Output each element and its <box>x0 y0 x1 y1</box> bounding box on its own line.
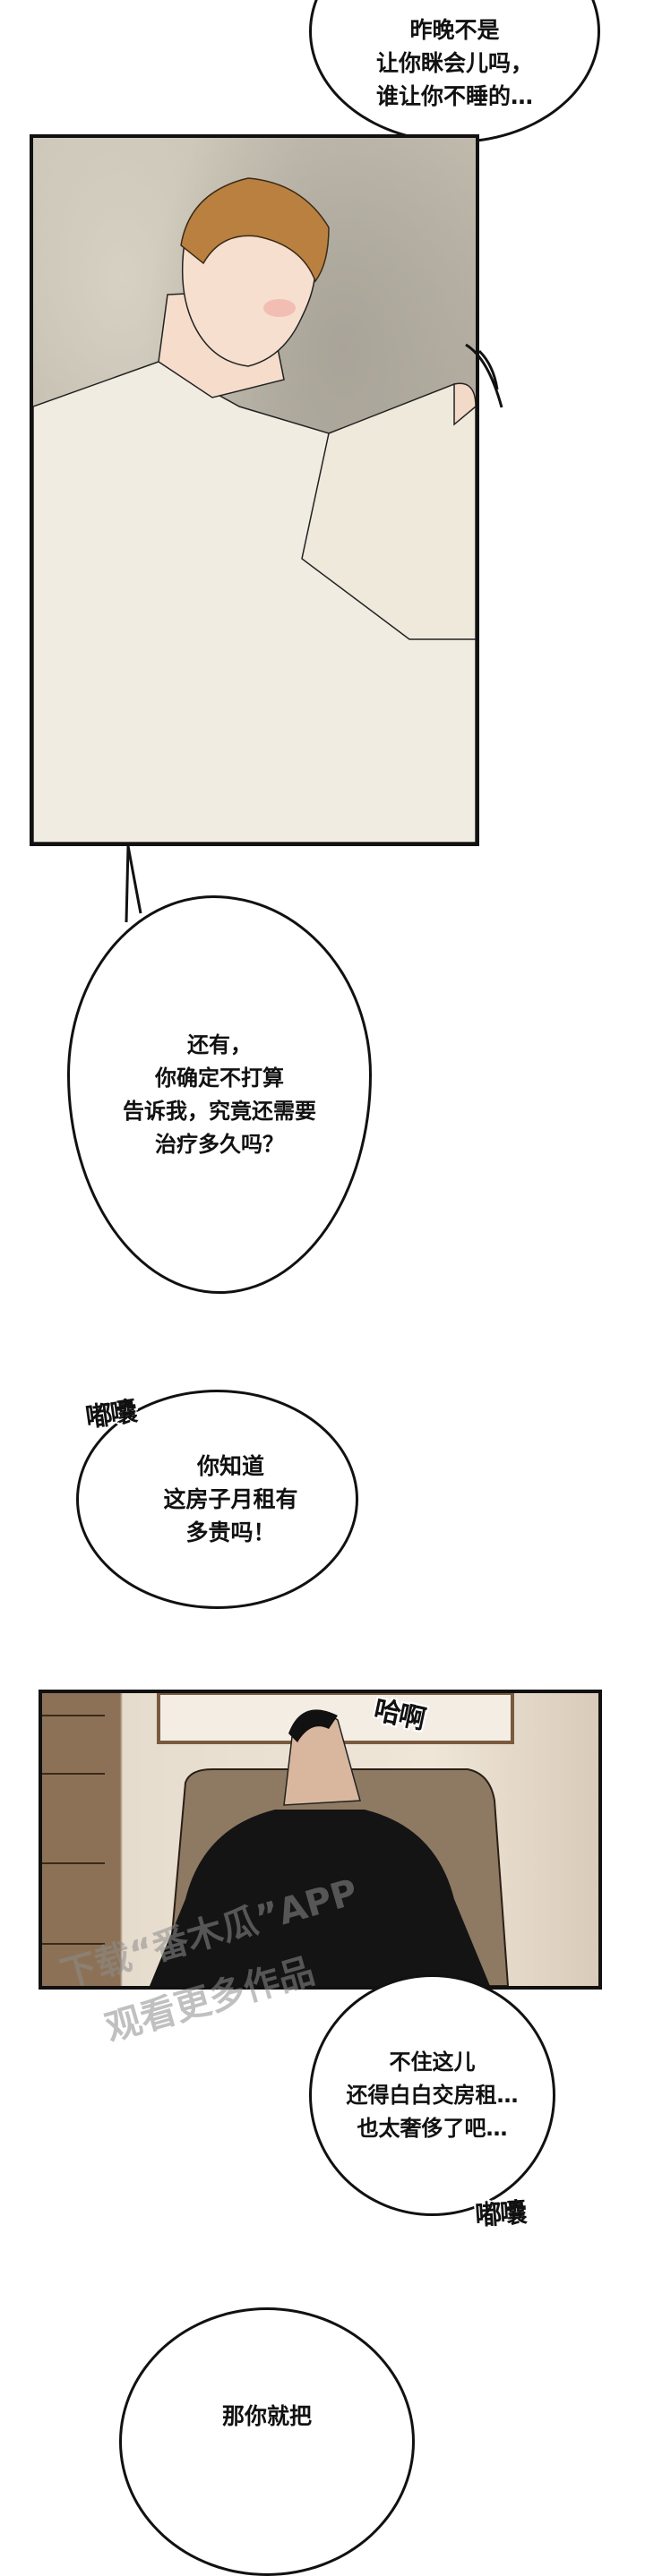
bubble-2-tail <box>125 846 142 923</box>
speech-bubble-2: 还有， 你确定不打算 告诉我，究竟还需要 治疗多久吗？ <box>67 895 372 1294</box>
speech-text-1: 昨晚不是 让你眯会儿吗， 谁让你不睡的… <box>375 16 533 109</box>
speech-text-5: 那你就把 <box>221 2403 312 2429</box>
sfx-mutter-1: 嘟囔 <box>83 1396 138 1434</box>
speech-bubble-1: 昨晚不是 让你眯会儿吗， 谁让你不睡的… <box>309 0 600 143</box>
motion-lines <box>465 343 503 408</box>
comic-panel-1 <box>30 134 479 846</box>
panel-1-illustration <box>33 177 476 843</box>
speech-text-3: 你知道 这房子月租有 多贵吗！ <box>163 1453 298 1545</box>
speech-bubble-3: 你知道 这房子月租有 多贵吗！ <box>76 1390 358 1609</box>
panel-2-illustration <box>42 1693 514 1986</box>
speech-bubble-4: 不住这儿 还得白白交房租… 也太奢侈了吧… <box>309 1974 555 2216</box>
speech-bubble-5: 那你就把 <box>119 2307 415 2576</box>
speech-text-2: 还有， 你确定不打算 告诉我，究竟还需要 治疗多久吗？ <box>123 1031 316 1157</box>
speech-text-4: 不住这儿 还得白白交房租… 也太奢侈了吧… <box>346 2049 519 2141</box>
comic-panel-2 <box>39 1690 602 1990</box>
sfx-mutter-2: 嘟囔 <box>474 2197 527 2232</box>
